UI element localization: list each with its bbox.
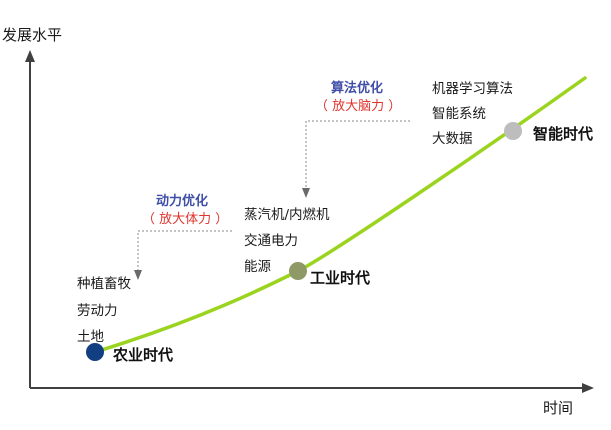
agri-era-label: 农业时代 xyxy=(113,346,174,364)
industry-era-label: 工业时代 xyxy=(310,269,371,287)
power-connector xyxy=(137,230,232,272)
intel-era-node xyxy=(504,122,522,140)
x-axis-title: 时间 xyxy=(543,399,574,417)
y-axis-title: 发展水平 xyxy=(2,26,63,44)
industry-fact-3: 能源 xyxy=(244,259,271,275)
power-optimization-title: 动力优化 xyxy=(156,194,209,209)
power-connector-arrow xyxy=(134,270,142,280)
algo-optimization-subtitle: （ 放大脑力 ） xyxy=(315,99,402,114)
industry-era-node xyxy=(289,262,307,280)
agri-era-node xyxy=(86,343,104,361)
agri-fact-1: 种植畜牧 xyxy=(77,276,131,292)
agri-fact-3: 土地 xyxy=(77,329,104,345)
y-axis-arrow xyxy=(25,50,35,62)
algo-optimization-title: 算法优化 xyxy=(331,81,384,96)
industry-fact-1: 蒸汽机/内燃机 xyxy=(244,207,330,223)
intel-fact-2: 智能系统 xyxy=(432,106,486,122)
industry-fact-2: 交通电力 xyxy=(244,233,298,249)
power-optimization-subtitle: （ 放大体力 ） xyxy=(142,212,229,227)
x-axis-arrow xyxy=(582,383,594,393)
intel-fact-3: 大数据 xyxy=(432,131,473,147)
algo-connector-arrow xyxy=(302,188,310,198)
intel-era-label: 智能时代 xyxy=(533,125,594,143)
agri-fact-2: 劳动力 xyxy=(77,303,118,319)
algo-connector xyxy=(305,120,410,190)
intel-fact-1: 机器学习算法 xyxy=(432,81,513,97)
